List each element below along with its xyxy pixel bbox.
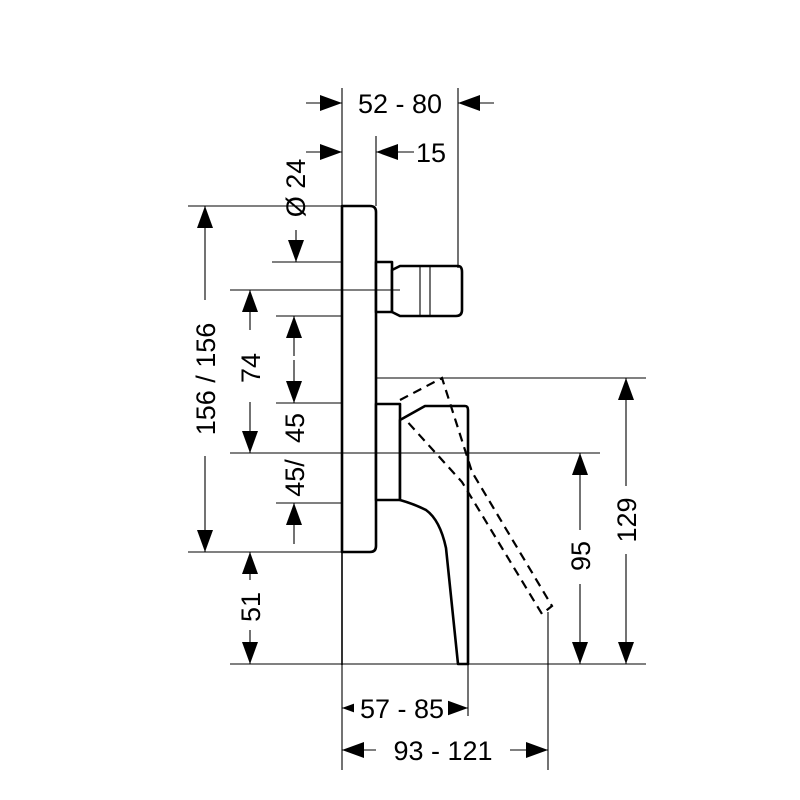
dim-lower-45: 45/ bbox=[280, 459, 310, 544]
diverter-knob bbox=[390, 264, 464, 318]
extension-lines bbox=[188, 88, 646, 770]
dim-handle-129: 129 bbox=[612, 378, 642, 664]
dim-74: 74 bbox=[236, 290, 266, 453]
mixer-object bbox=[340, 204, 554, 666]
dim-label-diameter: Ø 24 bbox=[281, 159, 311, 218]
dim-label-95: 95 bbox=[566, 541, 596, 571]
dim-label-lower-45: 45/ bbox=[280, 459, 310, 497]
dim-bottom-51: 51 bbox=[236, 552, 266, 664]
dim-label-bottom-width-1: 57 - 85 bbox=[360, 694, 444, 724]
diverter-neck bbox=[374, 260, 394, 314]
dim-label-74: 74 bbox=[236, 353, 266, 383]
handle-lever bbox=[398, 404, 470, 666]
dim-upper-45: 45 bbox=[280, 316, 310, 443]
dim-diameter: Ø 24 bbox=[281, 159, 311, 262]
dim-bottom-width-1: 57 - 85 bbox=[342, 694, 468, 724]
dim-handle-95: 95 bbox=[566, 453, 596, 664]
dim-label-51: 51 bbox=[236, 592, 266, 622]
dim-spindle: 15 bbox=[306, 138, 446, 168]
dim-label-total-height: 156 / 156 bbox=[191, 323, 221, 436]
dim-label-upper-45: 45 bbox=[280, 413, 310, 443]
dim-label-129: 129 bbox=[612, 497, 642, 542]
dim-top-width: 52 - 80 bbox=[306, 89, 494, 119]
dim-label-bottom-width-2: 93 - 121 bbox=[393, 736, 492, 766]
cover-plate bbox=[340, 204, 378, 554]
dim-label-top-width: 52 - 80 bbox=[358, 89, 442, 119]
dim-label-spindle: 15 bbox=[416, 138, 446, 168]
dim-bottom-width-2: 93 - 121 bbox=[342, 736, 548, 766]
dim-total-height: 156 / 156 bbox=[191, 206, 221, 552]
handle-base bbox=[374, 402, 402, 502]
